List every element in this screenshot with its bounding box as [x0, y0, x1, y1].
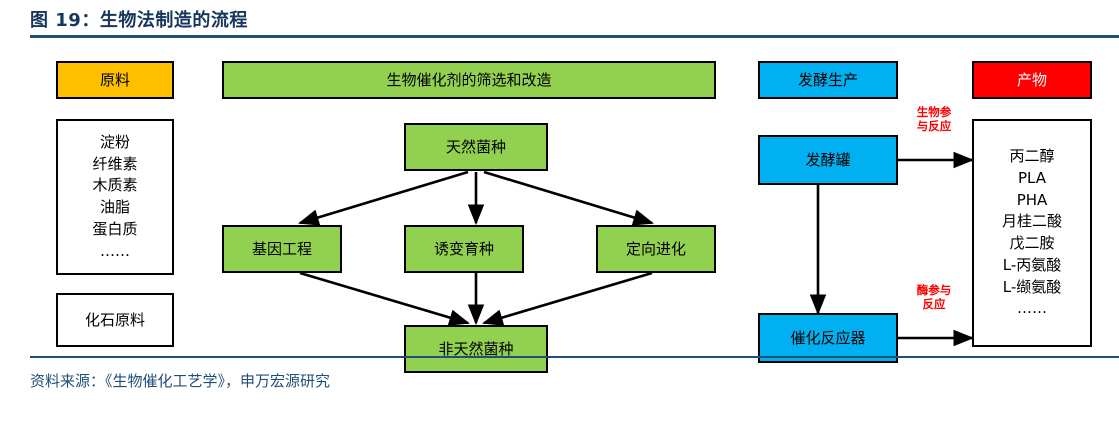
biocatalyst-header-label: 生物催化剂的筛选和改造 — [386, 70, 552, 89]
feedstock-header-label: 原料 — [99, 70, 130, 89]
products-header-label: 产物 — [1016, 70, 1047, 89]
product-list-box[interactable]: 丙二醇 PLA PHA 月桂二酸 戊二胺 L-丙氨酸 L-缬氨酸 …… — [972, 119, 1092, 347]
list-item: 丙二醇 — [1009, 147, 1055, 165]
edge-label-line: 反应 — [922, 297, 946, 312]
method-label: 基因工程 — [251, 239, 312, 258]
edge-label-line: 酶参与 — [916, 283, 952, 297]
edge-label-line: 生物参 — [916, 105, 952, 119]
biocatalyst-header-box[interactable]: 生物催化剂的筛选和改造 — [222, 61, 716, 99]
list-item: …… — [100, 241, 130, 260]
edge-label-bio-reaction: 生物参 与反应 — [901, 105, 967, 134]
natural-strain-label: 天然菌种 — [445, 137, 506, 156]
fermenter-label: 发酵罐 — [805, 150, 851, 169]
list-item: PHA — [1016, 190, 1048, 209]
list-item: 蛋白质 — [92, 219, 138, 238]
list-item: L-缬氨酸 — [1002, 277, 1062, 296]
list-item: L-丙氨酸 — [1002, 255, 1062, 274]
list-item: 木质素 — [92, 176, 138, 195]
non-natural-strain-label: 非天然菌种 — [438, 339, 514, 358]
footer-divider — [30, 356, 1119, 358]
method-box-mutation-breeding[interactable]: 诱变育种 — [404, 225, 524, 273]
list-item: 戊二胺 — [1009, 234, 1055, 252]
page-title: 图 19：生物法制造的流程 — [30, 10, 248, 31]
fermentation-header-box[interactable]: 发酵生产 — [758, 61, 898, 99]
fossil-feedstock-label: 化石原料 — [84, 310, 145, 329]
method-box-gene-engineering[interactable]: 基因工程 — [222, 225, 342, 273]
list-item: 月桂二酸 — [1001, 212, 1062, 231]
fermenter-box[interactable]: 发酵罐 — [758, 135, 898, 185]
list-item: 油脂 — [99, 198, 130, 216]
edge-label-line: 与反应 — [916, 119, 952, 134]
fossil-feedstock-box[interactable]: 化石原料 — [56, 293, 174, 347]
method-box-directed-evolution[interactable]: 定向进化 — [596, 225, 716, 273]
products-header-box[interactable]: 产物 — [972, 61, 1092, 99]
method-label: 定向进化 — [625, 239, 686, 258]
non-natural-strain-box[interactable]: 非天然菌种 — [404, 325, 548, 373]
catalytic-reactor-box[interactable]: 催化反应器 — [758, 313, 898, 363]
list-item: …… — [1017, 299, 1047, 318]
fermentation-header-label: 发酵生产 — [797, 70, 858, 89]
feedstock-list-box[interactable]: 淀粉 纤维素 木质素 油脂 蛋白质 …… — [56, 119, 174, 275]
list-item: 纤维素 — [92, 154, 138, 173]
edge-label-enzyme-reaction: 酶参与 反应 — [901, 283, 967, 312]
natural-strain-box[interactable]: 天然菌种 — [404, 123, 548, 171]
catalytic-reactor-label: 催化反应器 — [790, 328, 866, 347]
method-label: 诱变育种 — [433, 239, 494, 258]
flowchart-canvas: 原料 淀粉 纤维素 木质素 油脂 蛋白质 …… 化石原料 生物催化剂的筛选和改造… — [0, 45, 1119, 373]
title-divider — [30, 35, 1119, 38]
list-item: 淀粉 — [99, 132, 130, 151]
feedstock-header-box[interactable]: 原料 — [56, 61, 174, 99]
list-item: PLA — [1017, 168, 1046, 187]
source-note: 资料来源：《生物催化工艺学》，申万宏源研究 — [30, 372, 331, 390]
